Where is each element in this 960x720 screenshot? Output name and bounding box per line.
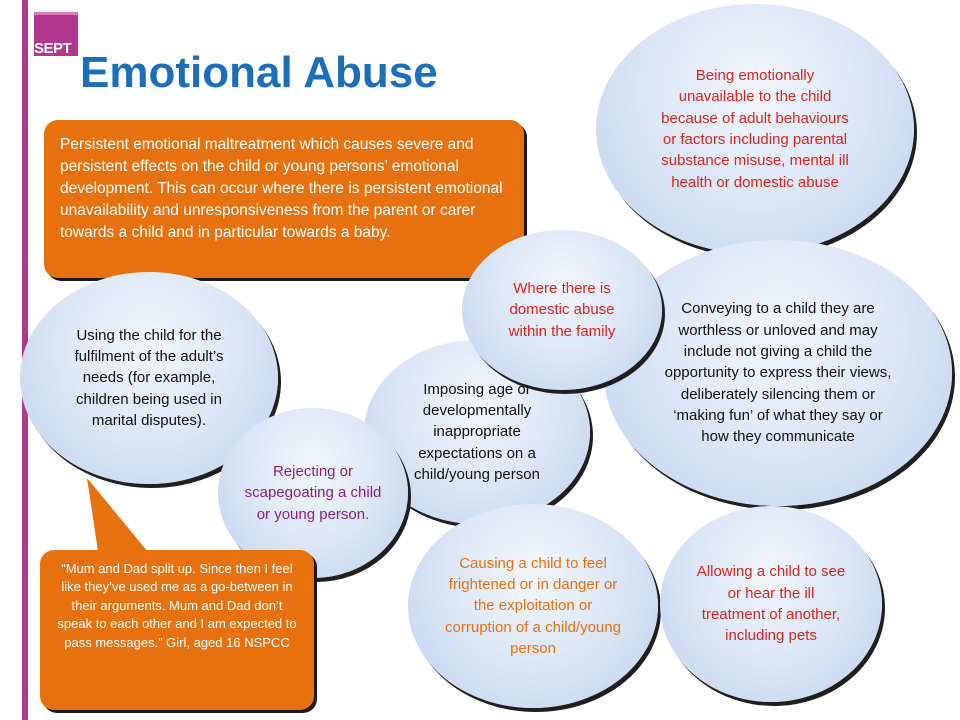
sept-logo: [34, 12, 78, 56]
bubble-text: Being emotionally unavailable to the chi…: [661, 67, 849, 191]
page-title: Emotional Abuse: [80, 48, 438, 97]
bubble-text: Causing a child to feel frightened or in…: [445, 554, 621, 657]
speech-pointer: [73, 478, 153, 558]
definition-callout: Persistent emotional maltreatment which …: [44, 120, 524, 278]
bubble-rejecting-scapegoating: Rejecting or scapegoating a child or you…: [218, 408, 408, 578]
logo-accent-line: [34, 12, 78, 15]
bubble-allowing-ill-treatment: Allowing a child to see or hear the ill …: [660, 506, 882, 702]
bubble-emotionally-unavailable: Being emotionally unavailable to the chi…: [596, 4, 914, 254]
bubble-text: Where there is domestic abuse within the…: [508, 280, 616, 340]
bubble-conveying-worthless: Conveying to a child they are worthless …: [604, 240, 952, 506]
bubble-text: Allowing a child to see or hear the ill …: [696, 563, 846, 645]
bubble-causing-fear: Causing a child to feel frightened or in…: [408, 504, 658, 708]
quote-callout: “Mum and Dad split up. Since then I feel…: [40, 550, 314, 710]
bubble-text: Rejecting or scapegoating a child or you…: [244, 463, 382, 523]
bubble-text: Using the child for the fulfilment of th…: [74, 326, 224, 429]
bubble-domestic-abuse: Where there is domestic abuse within the…: [462, 230, 662, 390]
bubble-text: Conveying to a child they are worthless …: [664, 300, 892, 446]
logo-text: SEPT: [34, 40, 72, 57]
bubble-text: Imposing age or developmentally inapprop…: [414, 380, 540, 483]
